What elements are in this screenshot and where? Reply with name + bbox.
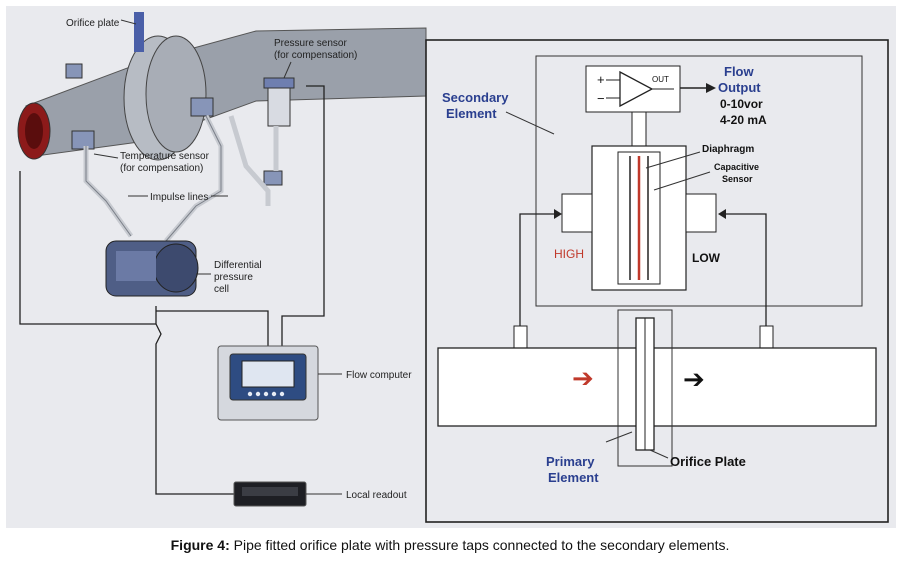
flow-computer-display: [241, 360, 295, 388]
high-port: [561, 193, 593, 233]
pressure-sensor: [267, 83, 291, 127]
label-secondary-2: Element: [446, 106, 497, 121]
low-port: [685, 193, 717, 233]
figure-photo: Orifice plate Pressure sensor (for compe…: [6, 6, 896, 528]
valve-temperature: [71, 130, 95, 150]
label-temperature-sensor-1: Temperature sensor: [120, 151, 210, 162]
secondary-element-box: [535, 55, 863, 307]
high-line-arrowhead: [554, 209, 562, 219]
high-tap: [513, 325, 528, 349]
label-flow-output-4: 4-20 mA: [720, 113, 767, 127]
label-orifice-plate: Orifice plate: [66, 18, 120, 29]
valve-pressure: [263, 170, 283, 186]
label-flow-output-3: 0-10vor: [720, 97, 763, 111]
capacitive-sensor-leader: [653, 171, 711, 191]
label-flow-output-1: Flow: [724, 64, 754, 79]
primary-leader: [605, 431, 633, 443]
label-impulse-lines: Impulse lines: [150, 192, 208, 203]
low-line-arrowhead: [718, 209, 726, 219]
flow-computer-keys: [247, 391, 285, 397]
low-tap: [759, 325, 774, 349]
valve-top-left: [65, 63, 83, 79]
amp-out: OUT: [652, 75, 669, 84]
amplifier-symbol: [619, 70, 654, 108]
flow-arrow-in: ➔: [572, 363, 594, 393]
secondary-leader: [505, 111, 555, 135]
label-primary-2: Element: [548, 470, 599, 485]
primary-element-box: [617, 309, 673, 467]
label-temperature-sensor-2: (for compensation): [120, 163, 203, 174]
pipe-bore: [25, 113, 43, 149]
flow-arrow-out: ➔: [683, 364, 705, 394]
amp-sensor-connector: [631, 111, 647, 147]
label-secondary-1: Secondary: [442, 90, 509, 105]
label-pressure-sensor-1: Pressure sensor: [274, 38, 347, 49]
pressure-sensor-leader: [283, 61, 292, 79]
label-high: HIGH: [554, 247, 584, 261]
orifice-plate-leader: [120, 19, 137, 25]
local-readout-display: [242, 487, 298, 496]
orifice-plate-leader-right: [649, 449, 669, 459]
label-low: LOW: [692, 251, 721, 265]
caption-label: Figure 4:: [170, 537, 230, 553]
label-dp-cell-1: Differential: [214, 260, 262, 271]
right-diagram: Secondary Element + − OUT Flow Output 0-…: [425, 39, 889, 523]
signal-wiring: [19, 85, 325, 495]
dp-cell-housing: [153, 243, 199, 293]
schematic-frame: [425, 39, 889, 523]
valve-flange-right: [190, 97, 214, 117]
temperature-sensor-leader: [93, 153, 119, 159]
label-capacitive-1: Capacitive: [714, 162, 759, 172]
caption-text: Pipe fitted orifice plate with pressure …: [229, 537, 730, 553]
schematic-pipe: [437, 347, 877, 427]
label-orifice-plate-right: Orifice Plate: [670, 454, 746, 469]
label-flow-computer: Flow computer: [346, 370, 412, 381]
label-flow-output-2: Output: [718, 80, 761, 95]
figure-caption: Figure 4: Pipe fitted orifice plate with…: [0, 537, 900, 553]
amp-minus: −: [597, 91, 605, 106]
figure-drawing: Orifice plate Pressure sensor (for compe…: [17, 12, 889, 523]
impulse-lines-outline: [85, 115, 222, 242]
flow-output-arrowhead: [706, 83, 716, 93]
label-primary-1: Primary: [546, 454, 595, 469]
label-local-readout: Local readout: [346, 490, 407, 501]
orifice-plate-tab: [134, 12, 144, 52]
label-dp-cell-2: pressure: [214, 272, 253, 283]
pressure-sensor-head: [263, 77, 295, 89]
left-diagram: Orifice plate Pressure sensor (for compe…: [17, 12, 427, 507]
orifice-flange-rear: [145, 35, 207, 153]
amp-plus: +: [597, 72, 605, 87]
pressure-lines: [519, 213, 767, 326]
dp-cell-manifold: [116, 251, 156, 281]
label-dp-cell-3: cell: [214, 284, 229, 295]
diaphragm-leader: [645, 151, 701, 169]
label-pressure-sensor-2: (for compensation): [274, 50, 357, 61]
label-capacitive-2: Sensor: [722, 174, 753, 184]
label-diaphragm: Diaphragm: [702, 144, 754, 155]
